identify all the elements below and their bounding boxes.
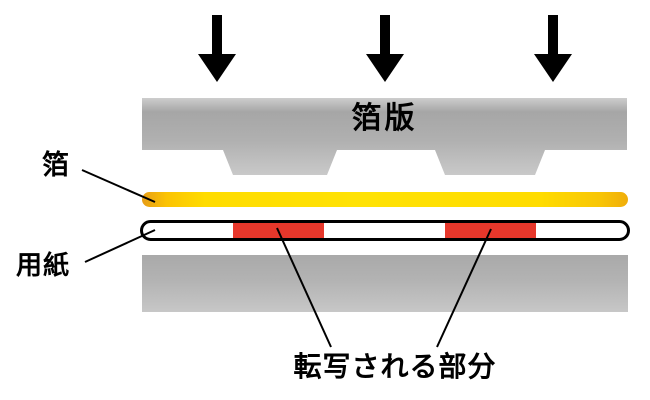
foil-plate-shape <box>142 98 627 175</box>
transfer-parts-label: 転写される部分 <box>293 351 497 382</box>
transfer-area-left <box>233 223 324 238</box>
plate-title: 箔版 <box>351 102 418 135</box>
transfer-area-right <box>445 223 536 238</box>
foil-label: 箔 <box>42 150 69 180</box>
foil-strip <box>142 192 628 207</box>
lower-platen-block <box>142 255 628 312</box>
paper-label: 用紙 <box>16 250 71 280</box>
paper-strip <box>140 220 630 241</box>
